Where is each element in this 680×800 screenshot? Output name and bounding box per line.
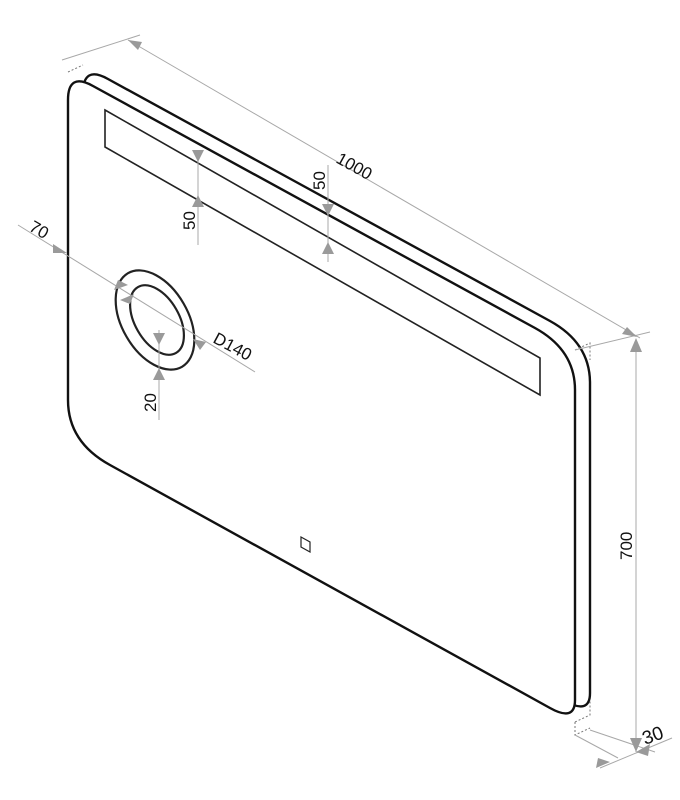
width-label: 1000 [333, 149, 375, 184]
mirror-offset-bottom-label: 20 [141, 393, 160, 412]
mirror-offset-left-label: 70 [26, 217, 52, 243]
magnifier-mirror [114, 269, 196, 371]
led-strip [104, 108, 541, 397]
height-dimension: 700 [589, 338, 656, 753]
led-offset-top-label: 50 [310, 171, 329, 190]
depth-dimension: 30 [574, 723, 673, 769]
led-offset-side-dimension: 50 [180, 150, 204, 245]
mirror-offset-bottom-dimension: 20 [141, 330, 165, 420]
led-offset-top-dimension: 50 [310, 165, 334, 262]
height-label: 700 [617, 532, 636, 560]
touch-switch-icon [300, 535, 311, 554]
depth-guides [67, 64, 591, 736]
led-offset-side-label: 50 [180, 211, 199, 230]
depth-label: 30 [640, 723, 667, 750]
mirror-front-face [66, 80, 577, 715]
